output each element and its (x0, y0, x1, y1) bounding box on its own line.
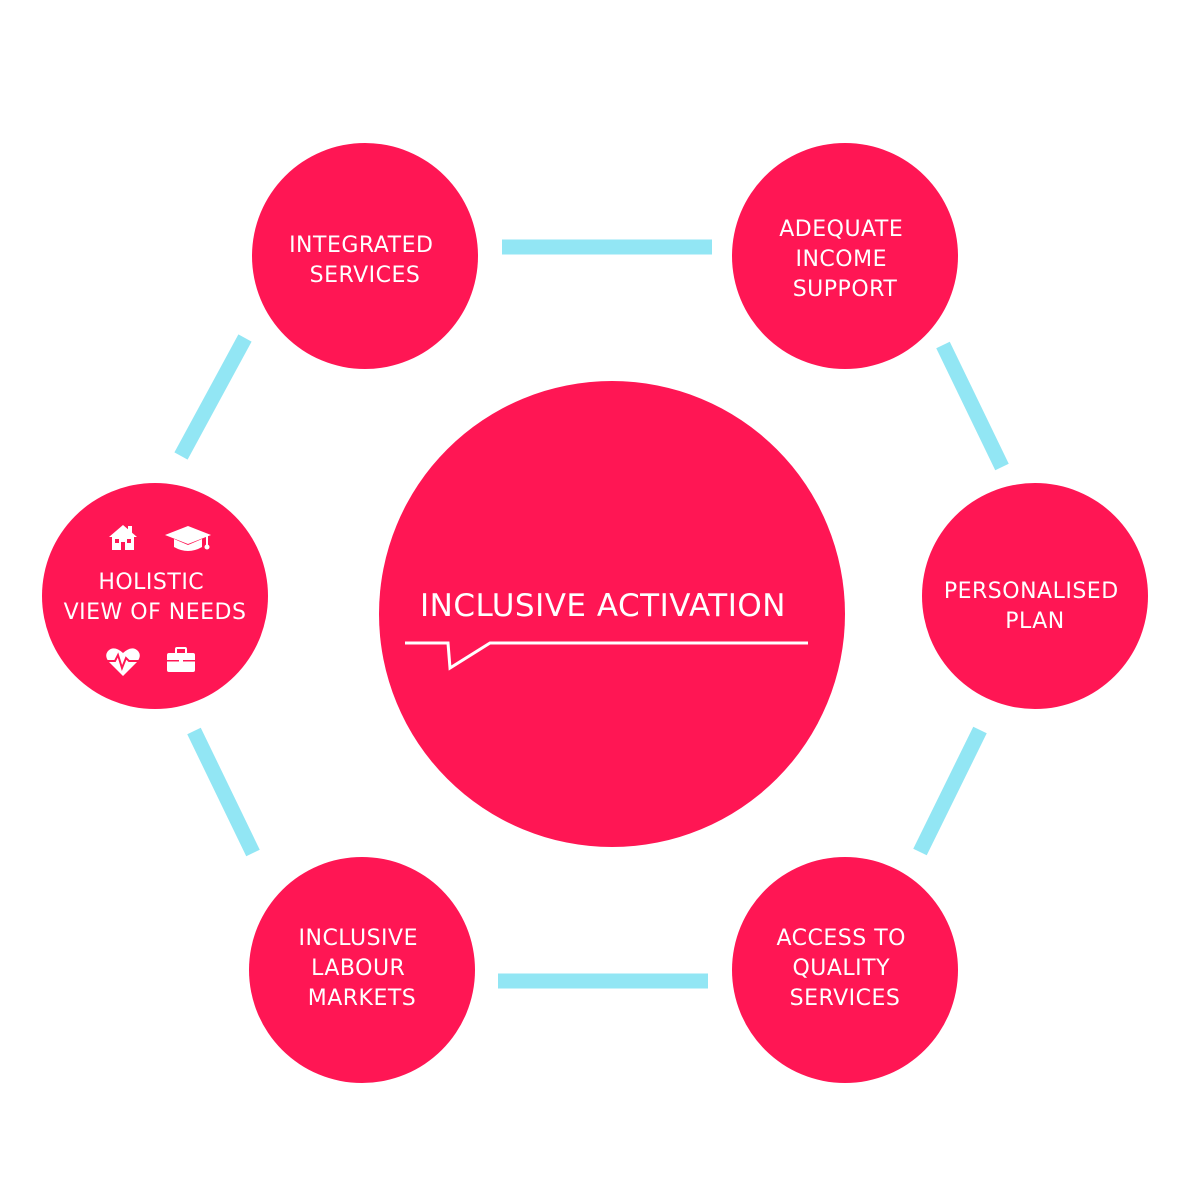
node-integrated-services: INTEGRATED SERVICES (252, 143, 478, 369)
node-circle (922, 483, 1148, 709)
node-label: INTEGRATED SERVICES (289, 233, 441, 288)
node-circle (252, 143, 478, 369)
node-label: ACCESS TO QUALITY SERVICES (777, 926, 914, 1011)
node-label: PERSONALISED PLAN (944, 579, 1126, 634)
node-label: INCLUSIVE LABOUR MARKETS (299, 926, 426, 1011)
connector-labour-to-holistic (187, 727, 260, 857)
connector-plan-to-access (913, 726, 987, 856)
connector-income-to-plan (936, 341, 1009, 471)
briefcase-icon (167, 647, 195, 672)
node-personalised-plan: PERSONALISED PLAN (922, 483, 1148, 709)
center-title: INCLUSIVE ACTIVATION (420, 588, 786, 624)
node-adequate-income-support: ADEQUATE INCOME SUPPORT (732, 143, 958, 369)
node-circle (732, 857, 958, 1083)
node-access-to-quality-services: ACCESS TO QUALITY SERVICES (732, 857, 958, 1083)
node-circle (249, 857, 475, 1083)
connector-holistic-to-integrated (174, 334, 252, 460)
node-inclusive-labour-markets: INCLUSIVE LABOUR MARKETS (249, 857, 475, 1083)
node-label: ADEQUATE INCOME SUPPORT (779, 217, 911, 302)
node-holistic-view-of-needs: HOLISTIC VIEW OF NEEDS (42, 483, 268, 709)
center-circle (379, 381, 845, 847)
heart-pulse-icon (106, 648, 140, 676)
speech-bubble-underline (405, 641, 808, 671)
graduation-cap-icon (165, 526, 211, 551)
node-circle (42, 483, 268, 709)
node-label: HOLISTIC VIEW OF NEEDS (64, 570, 247, 625)
house-icon (109, 525, 137, 550)
node-circle (732, 143, 958, 369)
center-node-inclusive-activation: INCLUSIVE ACTIVATION (379, 381, 845, 847)
